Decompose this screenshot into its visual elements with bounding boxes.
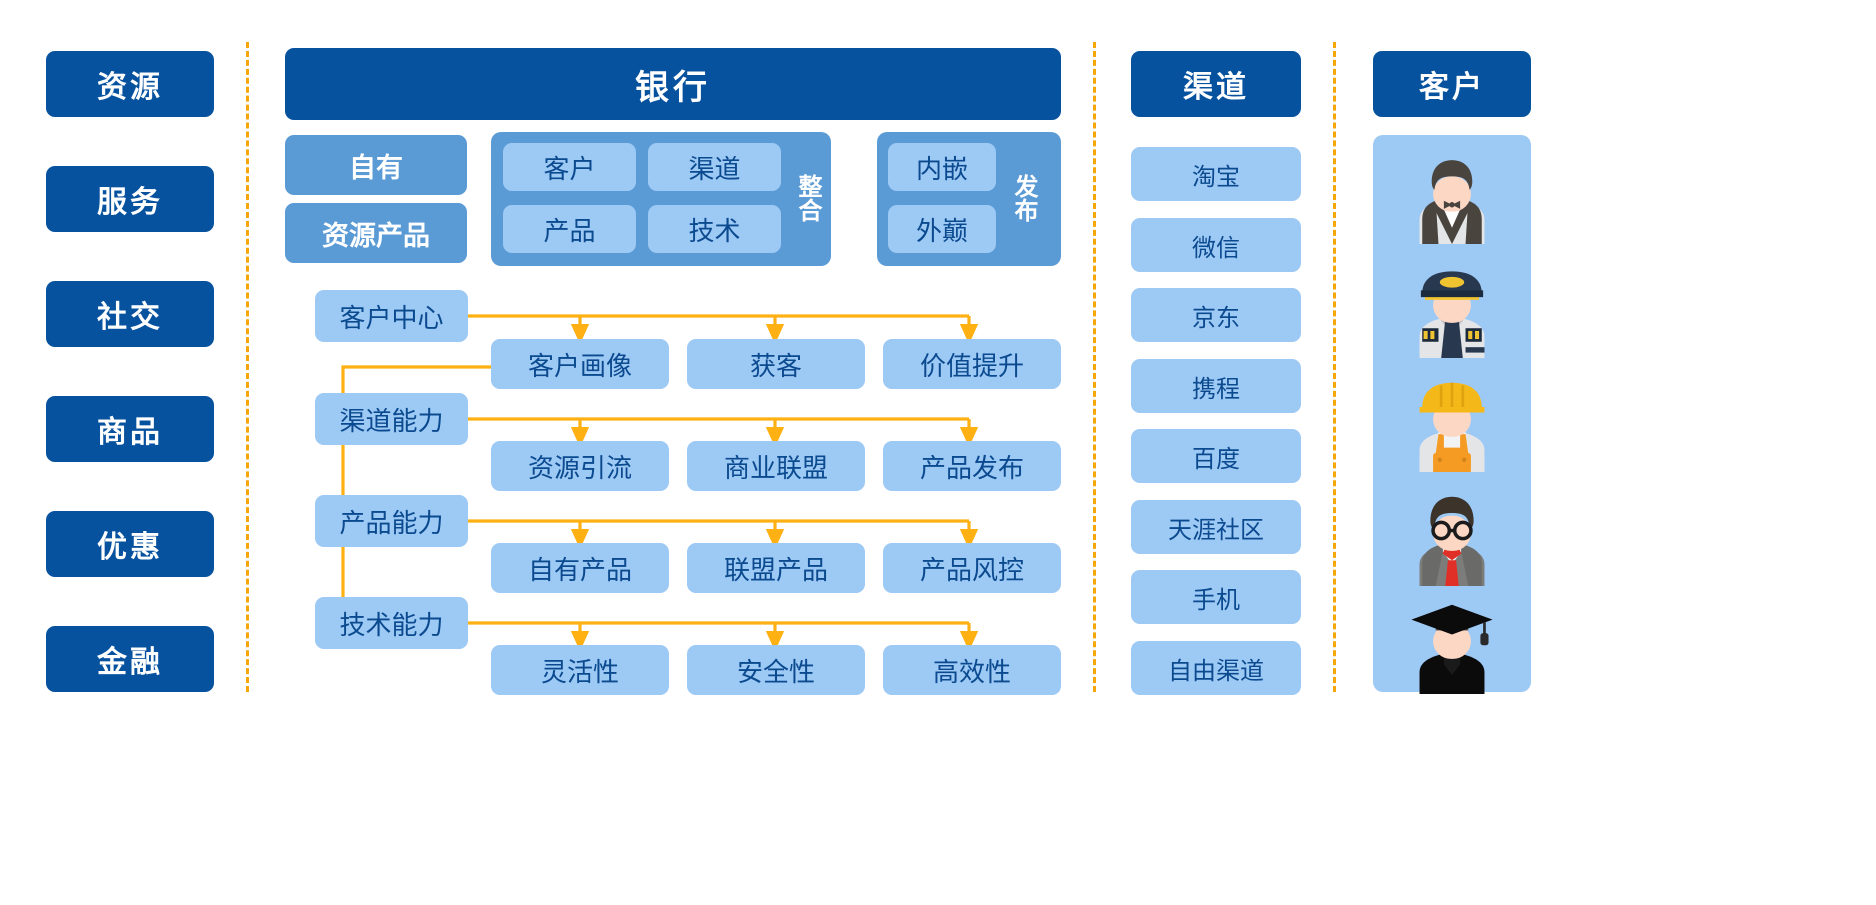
channel-item-label: 手机: [1192, 585, 1240, 614]
resource-item-3[interactable]: 商品: [46, 396, 214, 462]
bank-title-banner: 银行: [285, 48, 1061, 120]
divider-bank-channel: [1093, 42, 1096, 692]
capability-target-label: 高效性: [932, 657, 1011, 688]
capability-target-label: 产品风控: [919, 555, 1024, 586]
resource-item-1[interactable]: 服务: [46, 166, 214, 232]
publish-item-label: 内嵌: [915, 154, 968, 185]
capability-target-label: 产品发布: [919, 453, 1024, 484]
channel-item-label: 携程: [1192, 374, 1240, 403]
channel-item-0[interactable]: 淘宝: [1131, 147, 1301, 201]
capability-target-label: 联盟产品: [723, 555, 828, 586]
resource-item-4[interactable]: 优惠: [46, 511, 214, 577]
integration-item-label: 客户: [543, 154, 596, 185]
capability-source-3[interactable]: 技术能力: [315, 597, 468, 649]
channel-item-label: 微信: [1192, 233, 1240, 262]
divider-channel-customer: [1333, 42, 1336, 692]
capability-target-label: 资源引流: [527, 453, 632, 484]
businessman-avatar-icon: [1419, 496, 1485, 586]
graduate-avatar-icon: [1411, 604, 1493, 694]
capability-target-label: 价值提升: [919, 351, 1024, 382]
capability-target-1-1[interactable]: 商业联盟: [687, 441, 865, 491]
capability-target-2-2[interactable]: 产品风控: [883, 543, 1061, 593]
resource-item-label: 服务: [97, 185, 163, 220]
resource-item-label: 社交: [97, 300, 163, 335]
integration-item-label: 产品: [543, 216, 596, 247]
capability-target-1-2[interactable]: 产品发布: [883, 441, 1061, 491]
waiter-avatar-icon: [1419, 160, 1485, 244]
capability-source-label: 客户中心: [339, 303, 444, 334]
channel-item-6[interactable]: 手机: [1131, 570, 1301, 624]
divider-resource-bank: [246, 42, 249, 692]
resource-item-label: 资源: [97, 70, 163, 105]
bank-own-item-label: 资源产品: [322, 220, 430, 252]
channel-item-label: 京东: [1192, 303, 1240, 332]
capability-target-3-0[interactable]: 灵活性: [491, 645, 669, 695]
bank-own-item-label: 自有: [349, 152, 403, 184]
channel-title-label: 渠道: [1183, 70, 1249, 105]
construction-worker-avatar-icon: [1419, 382, 1485, 472]
capability-target-label: 商业联盟: [723, 453, 828, 484]
capability-source-label: 技术能力: [339, 610, 444, 641]
capability-target-2-1[interactable]: 联盟产品: [687, 543, 865, 593]
channel-title-banner: 渠道: [1131, 51, 1301, 117]
integration-group-side-label: 整合: [790, 145, 826, 251]
integration-item-label: 渠道: [688, 154, 741, 185]
channel-item-1[interactable]: 微信: [1131, 218, 1301, 272]
capability-target-0-0[interactable]: 客户画像: [491, 339, 669, 389]
capability-target-0-1[interactable]: 获客: [687, 339, 865, 389]
channel-item-label: 百度: [1192, 444, 1240, 473]
resource-item-5[interactable]: 金融: [46, 626, 214, 692]
capability-target-label: 获客: [749, 351, 802, 382]
capability-source-label: 渠道能力: [339, 406, 444, 437]
capability-target-0-2[interactable]: 价值提升: [883, 339, 1061, 389]
capability-source-label: 产品能力: [339, 508, 444, 539]
capability-source-1[interactable]: 渠道能力: [315, 393, 468, 445]
resource-item-label: 商品: [97, 415, 163, 450]
resource-item-0[interactable]: 资源: [46, 51, 214, 117]
integration-item-3[interactable]: 技术: [648, 205, 781, 253]
channel-item-label: 淘宝: [1192, 162, 1240, 191]
resource-item-label: 金融: [97, 645, 163, 680]
publish-item-label: 外巅: [915, 216, 968, 247]
capability-target-label: 客户画像: [527, 351, 632, 382]
capability-source-0[interactable]: 客户中心: [315, 290, 468, 342]
integration-item-label: 技术: [688, 216, 741, 247]
integration-item-1[interactable]: 渠道: [648, 143, 781, 191]
integration-side-label-text: 整合: [794, 174, 822, 222]
bank-title-label: 银行: [635, 67, 711, 108]
capability-target-label: 安全性: [736, 657, 815, 688]
resource-item-2[interactable]: 社交: [46, 281, 214, 347]
resource-item-label: 优惠: [97, 530, 163, 565]
capability-target-1-0[interactable]: 资源引流: [491, 441, 669, 491]
publish-group-side-label: 发布: [1006, 145, 1042, 251]
capability-target-3-2[interactable]: 高效性: [883, 645, 1061, 695]
bank-own-item-0[interactable]: 自有: [285, 135, 467, 195]
customer-title-label: 客户: [1419, 70, 1485, 105]
capability-target-label: 灵活性: [540, 657, 619, 688]
integration-item-0[interactable]: 客户: [503, 143, 636, 191]
publish-item-1[interactable]: 外巅: [888, 205, 996, 253]
capability-target-3-1[interactable]: 安全性: [687, 645, 865, 695]
channel-item-label: 自由渠道: [1168, 656, 1264, 685]
capability-target-2-0[interactable]: 自有产品: [491, 543, 669, 593]
channel-item-2[interactable]: 京东: [1131, 288, 1301, 342]
channel-item-3[interactable]: 携程: [1131, 359, 1301, 413]
customer-title-banner: 客户: [1373, 51, 1531, 117]
bank-own-item-1[interactable]: 资源产品: [285, 203, 467, 263]
capability-target-label: 自有产品: [527, 555, 632, 586]
channel-item-label: 天涯社区: [1168, 515, 1264, 544]
channel-item-5[interactable]: 天涯社区: [1131, 500, 1301, 554]
integration-item-2[interactable]: 产品: [503, 205, 636, 253]
channel-item-4[interactable]: 百度: [1131, 429, 1301, 483]
publish-item-0[interactable]: 内嵌: [888, 143, 996, 191]
capability-source-2[interactable]: 产品能力: [315, 495, 468, 547]
pilot-avatar-icon: [1419, 271, 1485, 358]
channel-item-7[interactable]: 自由渠道: [1131, 641, 1301, 695]
publish-side-label-text: 发布: [1010, 174, 1038, 222]
